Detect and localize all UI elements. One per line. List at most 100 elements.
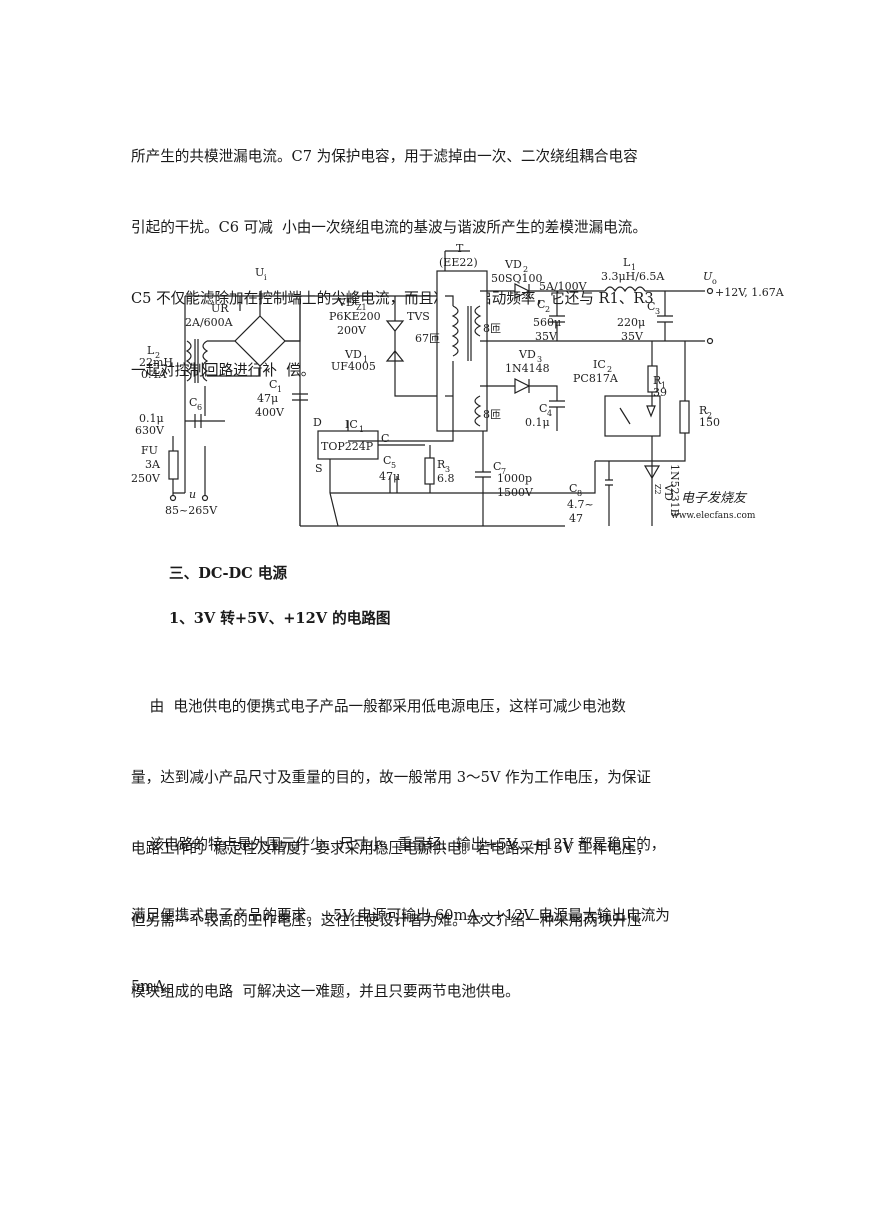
label-ic1-part: TOP224P xyxy=(321,440,374,453)
label-vdz2: VD xyxy=(662,483,675,501)
capacitor-c1-symbol xyxy=(292,393,308,401)
label-vd3-part: 1N4148 xyxy=(505,362,550,375)
watermark-logo-text: 电子发烧友 xyxy=(681,491,748,506)
label-c7: C xyxy=(493,460,501,473)
label-vd3-sub: 3 xyxy=(537,355,542,364)
tvs-diode-symbol xyxy=(385,320,405,332)
label-ui-sub: i xyxy=(264,273,267,282)
label-ur-rating: 2A/600A xyxy=(185,316,234,329)
label-c4: C xyxy=(539,402,547,415)
label-r2-sub: 2 xyxy=(707,411,712,420)
label-vd2: VD xyxy=(504,258,522,271)
capacitor-c4-symbol xyxy=(529,385,565,431)
label-c6: C xyxy=(189,396,197,409)
label-c-pin: C xyxy=(381,432,389,445)
label-c7-sub: 7 xyxy=(501,467,506,476)
inductor-l1-symbol xyxy=(604,286,646,293)
circuit-schematic: U i UR 2A/600A L 2 22mH 0.4A 0.1μ 630V C… xyxy=(131,242,785,527)
label-d-pin: D xyxy=(313,416,322,429)
section-heading: 三、DC-DC 电源 xyxy=(169,565,288,582)
capacitor-c3-symbol xyxy=(657,291,673,341)
label-vd1-sub: 1 xyxy=(363,355,368,364)
text-line: 但另需一个较高的工作电压，这往往使设计者为难。本文介绍一种采用两块升压 xyxy=(131,911,642,929)
label-c6-sub: 6 xyxy=(197,403,202,412)
label-vd1-part: UF4005 xyxy=(331,360,376,373)
label-c1-sub: 1 xyxy=(277,385,282,394)
label-r2-value: 150 xyxy=(699,416,720,429)
label-c3-voltage: 35V xyxy=(621,330,644,343)
label-uo-sub: o xyxy=(712,277,717,286)
label-ui: U xyxy=(255,266,264,279)
paragraph-features: 该电路的特点是外围元件少、尺寸小、重量轻、输出+5V、+12V 都是稳定的， 满… xyxy=(131,785,741,1023)
zener-vdz2-symbol xyxy=(643,465,661,480)
label-c7-value: 1000p xyxy=(497,472,532,485)
label-c3-value: 220μ xyxy=(617,316,645,329)
label-c4-sub: 4 xyxy=(547,409,552,418)
label-tvs: TVS xyxy=(407,310,430,323)
label-ic1: IC xyxy=(345,418,358,431)
label-c4-value: 0.1μ xyxy=(525,416,550,429)
text-line: 5mA。 xyxy=(131,978,180,996)
label-ic1-sub: 1 xyxy=(359,425,364,434)
label-u-range: 85~265V xyxy=(165,504,218,517)
text-line: 所产生的共模泄漏电流。C7 为保护电容，用于滤掉由一次、二次绕组耦合电容 xyxy=(131,147,638,165)
diode-vd2-symbol xyxy=(514,283,531,299)
label-c2-sub: 2 xyxy=(545,305,550,314)
transformer-core xyxy=(436,270,488,432)
label-r3-value: 6.8 xyxy=(437,472,455,485)
capacitor-c8-symbol xyxy=(605,479,613,486)
text-line: 该电路的特点是外围元件少、尺寸小、重量轻、输出+5V、+12V 都是稳定的， xyxy=(131,835,666,853)
inductor-l2-symbol xyxy=(185,340,192,382)
label-c2-voltage: 35V xyxy=(535,330,558,343)
ic1-top224p-box xyxy=(317,430,379,460)
label-r1-sub: 1 xyxy=(661,381,666,390)
optocoupler-led-symbol xyxy=(646,405,656,418)
label-t: T xyxy=(456,242,464,255)
fuse-symbol xyxy=(168,450,179,480)
subsection-heading: 1、3V 转+5V、+12V 的电路图 xyxy=(169,610,391,627)
label-c1: C xyxy=(269,378,277,391)
label-l1-sub: 1 xyxy=(631,263,636,272)
text-line: 电路工作的 稳定性及精度，要求采用稳压电源供电。若电路采用 5V 工作电压， xyxy=(131,840,651,858)
label-c3: C xyxy=(647,300,655,313)
label-c6-voltage: 630V xyxy=(135,424,165,437)
label-fu-voltage: 250V xyxy=(131,472,161,485)
label-s-pin: S xyxy=(315,462,323,475)
label-c5-value: 47μ xyxy=(379,470,400,483)
label-vdz1-part: P6KE200 xyxy=(329,310,381,323)
label-vdz1-voltage: 200V xyxy=(337,324,367,337)
text-line: 引起的干扰。C6 可减 小由一次绕组电流的基波与谐波所产生的差模泄漏电流。 xyxy=(131,218,647,236)
label-vdz1: VD xyxy=(337,296,355,309)
label-vd2-sub: 2 xyxy=(523,265,528,274)
label-c1-voltage: 400V xyxy=(255,406,285,419)
capacitor-c2-symbol xyxy=(549,291,565,341)
paragraph-intro: 由 电池供电的便携式电子产品一般都采用低电源电压，这样可减少电池数 量，达到减小… xyxy=(131,647,741,1028)
label-ic2: IC xyxy=(593,358,606,371)
label-ur: UR xyxy=(211,302,229,315)
watermark-url: www.elecfans.com xyxy=(671,511,756,521)
text-line: 量，达到减小产品尺寸及重量的目的，故一般常用 3～5V 作为工作电压，为保证 xyxy=(131,768,651,786)
label-c2-value: 560μ xyxy=(533,316,561,329)
resistor-r2-symbol xyxy=(679,400,690,434)
label-output: +12V, 1.67A xyxy=(715,286,785,299)
text-line: 满足便携式电子产品的要求。+5V 电源可输出 60mA，+12V 电源最大输出电… xyxy=(131,906,670,924)
bridge-rectifier-symbol xyxy=(234,315,286,367)
label-r1-value: 39 xyxy=(653,386,667,399)
label-vd3: VD xyxy=(518,348,536,361)
text-line: 一起对控制回路进行补 偿。 xyxy=(131,361,316,379)
label-fu-current: 3A xyxy=(145,458,161,471)
label-vd1: VD xyxy=(344,348,362,361)
label-vd2-part: 50SQ100 xyxy=(491,272,543,285)
label-fu: FU xyxy=(141,444,158,457)
label-vd2-rating: 5A/100V xyxy=(539,280,588,293)
capacitor-c7-symbol xyxy=(475,431,491,526)
label-c5: C xyxy=(383,454,391,467)
capacitor-c5-symbol xyxy=(389,476,398,493)
label-turns-bias: 8匝 xyxy=(483,408,501,421)
label-c5-sub: 5 xyxy=(391,461,396,470)
label-uo: U xyxy=(703,270,713,283)
label-c8-value-a: 4.7~ xyxy=(567,498,594,511)
text-line: 模块组成的电路 可解决这一难题，并且只要两节电池供电。 xyxy=(131,983,520,1001)
label-vdz2-sub: Z2 xyxy=(653,484,662,495)
text-line: 由 电池供电的便携式电子产品一般都采用低电源电压，这样可减少电池数 xyxy=(131,697,626,715)
